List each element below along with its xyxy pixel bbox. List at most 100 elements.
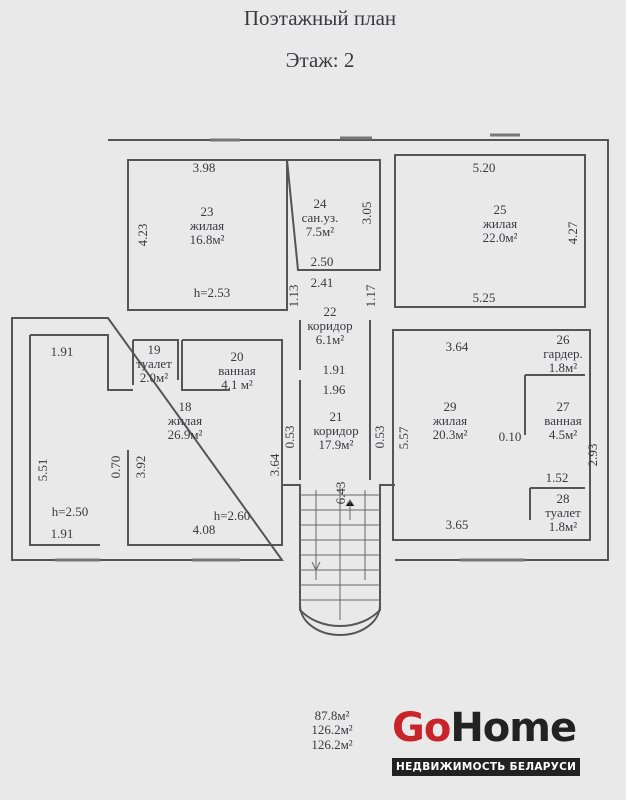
room-number: 25 — [493, 202, 507, 217]
corridor-wall — [299, 320, 371, 480]
room-number: 20 — [230, 349, 244, 364]
room-name: жилая — [167, 413, 203, 428]
dimension-label: 1.13 — [286, 284, 301, 308]
room-name: туалет — [545, 505, 581, 520]
room-name: ванная — [218, 363, 256, 378]
total-area-with-balcony: 126.2м² — [311, 737, 353, 752]
dimension-label: 4.08 — [192, 522, 216, 537]
dimension-label: 1.17 — [363, 284, 378, 308]
room-area: 1.8м² — [548, 360, 578, 375]
room-number: 29 — [443, 399, 457, 414]
room-area: 26.9м² — [167, 427, 203, 442]
dimension-label: 2.93 — [585, 443, 600, 467]
room-name: туалет — [136, 356, 172, 371]
dimension-label: 1.96 — [322, 382, 346, 397]
dimension-label: h=2.60 — [213, 508, 251, 523]
logo-home: Home — [450, 705, 577, 751]
dimension-label: 2.41 — [310, 275, 334, 290]
room-number: 26 — [556, 332, 570, 347]
dimension-label: 4.27 — [565, 221, 580, 245]
room-area: 20.3м² — [432, 427, 468, 442]
dimension-label: h=2.50 — [51, 504, 89, 519]
inner-outline — [127, 159, 288, 311]
dimension-label: 0.10 — [498, 429, 522, 444]
total-area: 126.2м² — [311, 722, 353, 737]
dimension-label: 5.57 — [396, 426, 411, 450]
dimension-label: 3.65 — [445, 517, 469, 532]
logo-tagline: НЕДВИЖИМОСТЬ БЕЛАРУСИ — [392, 758, 581, 776]
dimension-label: 5.51 — [35, 458, 50, 482]
dimension-label: 2.50 — [310, 254, 334, 269]
room-number: 18 — [178, 399, 192, 414]
room-area: 16.8м² — [189, 232, 225, 247]
room-24-wall — [285, 159, 381, 271]
dimension-label: 0.53 — [282, 425, 297, 449]
room-25-wall — [394, 154, 586, 308]
room-number: 27 — [556, 399, 570, 414]
dimension-label: 3.98 — [192, 160, 216, 175]
room-name: жилая — [432, 413, 468, 428]
room-area: 4.1 м² — [221, 377, 253, 392]
dimension-label: 1.52 — [545, 470, 569, 485]
room-26-27-wall — [524, 374, 585, 520]
room-area: 22.0м² — [482, 230, 518, 245]
room-area: 7.5м² — [305, 224, 335, 239]
dimension-label: 0.53 — [372, 425, 387, 449]
plan-title: Поэтажный план — [243, 6, 397, 30]
stair-wall — [282, 484, 395, 627]
dimension-label: 6.43 — [333, 481, 348, 505]
room-area: 1.8м² — [548, 519, 578, 534]
room-number: 24 — [313, 196, 327, 211]
dimension-label: 0.70 — [108, 455, 123, 479]
total-living-area: 87.8м² — [314, 708, 350, 723]
room-name: жилая — [189, 218, 225, 233]
room-name: коридор — [307, 318, 353, 333]
room-19-wall — [132, 339, 179, 385]
room-area: 6.1м² — [315, 332, 345, 347]
dimension-label: 1.91 — [50, 526, 74, 541]
dimension-label: 5.20 — [472, 160, 496, 175]
dimension-label: 3.64 — [445, 339, 469, 354]
room-area: 2.0м² — [139, 370, 169, 385]
room-name: ванная — [544, 413, 582, 428]
floor-label: Этаж: 2 — [285, 48, 355, 72]
room-number: 21 — [329, 409, 343, 424]
room-number: 22 — [323, 304, 337, 319]
room-name: жилая — [482, 216, 518, 231]
dimension-label: 4.23 — [135, 223, 150, 247]
windows — [55, 133, 525, 562]
room-name: сан.уз. — [301, 210, 339, 225]
room-area: 4.5м² — [548, 427, 578, 442]
dimension-label: 3.92 — [133, 455, 148, 479]
dimension-label: 1.91 — [322, 362, 346, 377]
room-20-wall — [181, 339, 283, 480]
dimension-label: 1.91 — [50, 344, 74, 359]
stairs — [300, 485, 380, 620]
room-18-wall — [29, 334, 283, 546]
dimension-label: 3.64 — [267, 453, 282, 477]
gohome-logo: GoHome — [392, 705, 577, 751]
room-number: 28 — [556, 491, 570, 506]
room-name: гардер. — [543, 346, 583, 361]
room-number: 19 — [147, 342, 161, 357]
room-number: 23 — [200, 204, 214, 219]
dimension-label: 3.05 — [359, 201, 374, 225]
dimension-label: 5.25 — [472, 290, 496, 305]
dimension-label: h=2.53 — [193, 285, 231, 300]
room-area: 17.9м² — [318, 437, 354, 452]
room-29-wall — [392, 329, 591, 541]
logo-go: Go — [392, 705, 451, 751]
